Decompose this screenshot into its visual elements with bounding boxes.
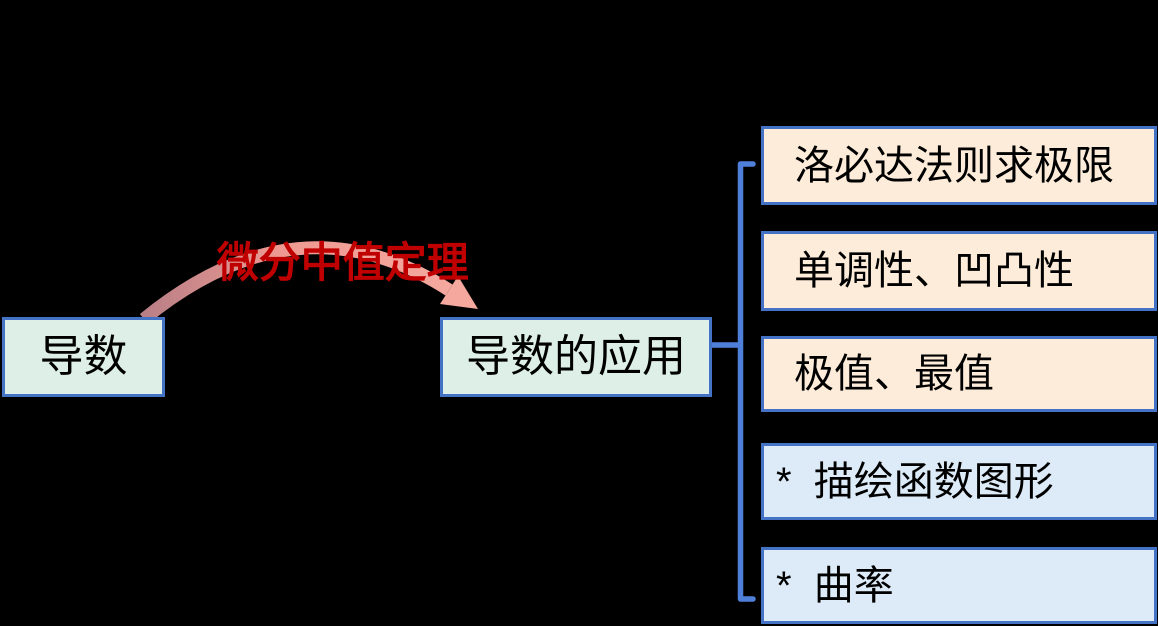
node-derivative: 导数	[2, 317, 165, 397]
branch-box-graph-sketching: * 描绘函数图形	[761, 443, 1157, 520]
branch-label: 洛必达法则求极限	[794, 143, 1114, 188]
branch-label: 极值、最值	[794, 352, 994, 396]
node-derivative-application-label: 导数的应用	[466, 332, 686, 381]
branch-label: * 曲率	[776, 563, 894, 608]
branch-box-lhopital-rule: 洛必达法则求极限	[761, 126, 1157, 205]
branch-box-curvature: * 曲率	[761, 547, 1157, 624]
arrow-label: 微分中值定理	[170, 194, 469, 333]
arrow-label-text: 微分中值定理	[216, 239, 469, 287]
grouping-bracket	[737, 161, 756, 602]
node-derivative-application: 导数的应用	[440, 317, 712, 397]
branch-box-monotonicity-concavity: 单调性、凹凸性	[761, 231, 1157, 311]
node-derivative-label: 导数	[39, 332, 128, 381]
branch-label: * 描绘函数图形	[776, 459, 1054, 504]
branch-label: 单调性、凹凸性	[794, 249, 1074, 293]
branch-box-extrema-max-min: 极值、最值	[761, 336, 1157, 412]
